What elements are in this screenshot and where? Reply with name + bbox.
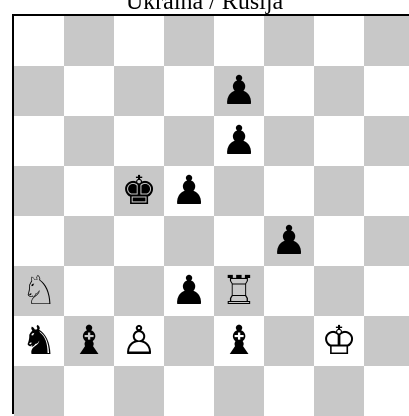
square-f3[interactable] xyxy=(264,266,314,316)
square-b6[interactable] xyxy=(64,116,114,166)
black-pawn-icon[interactable]: ♟ xyxy=(214,116,264,166)
square-d6[interactable] xyxy=(164,116,214,166)
square-a8[interactable] xyxy=(14,16,64,66)
white-rook-icon[interactable]: ♖ xyxy=(214,266,264,316)
white-king-icon[interactable]: ♔ xyxy=(314,316,364,366)
square-a7[interactable] xyxy=(14,66,64,116)
square-e3[interactable]: ♖ xyxy=(214,266,264,316)
square-f4[interactable]: ♟ xyxy=(264,216,314,266)
square-c8[interactable] xyxy=(114,16,164,66)
black-bishop-icon[interactable]: ♝ xyxy=(64,316,114,366)
square-h8[interactable] xyxy=(364,16,409,66)
square-a4[interactable] xyxy=(14,216,64,266)
square-c2[interactable]: ♙ xyxy=(114,316,164,366)
black-king-icon[interactable]: ♚ xyxy=(114,166,164,216)
square-g7[interactable] xyxy=(314,66,364,116)
square-d3[interactable]: ♟ xyxy=(164,266,214,316)
square-g5[interactable] xyxy=(314,166,364,216)
square-e5[interactable] xyxy=(214,166,264,216)
black-pawn-icon[interactable]: ♟ xyxy=(164,166,214,216)
chess-board: ♟♟♚♟♟♘♟♖♞♝♙♝♔ xyxy=(12,14,409,414)
square-c4[interactable] xyxy=(114,216,164,266)
square-b7[interactable] xyxy=(64,66,114,116)
square-b2[interactable]: ♝ xyxy=(64,316,114,366)
square-b5[interactable] xyxy=(64,166,114,216)
square-g3[interactable] xyxy=(314,266,364,316)
white-knight-icon[interactable]: ♘ xyxy=(14,266,64,316)
square-d2[interactable] xyxy=(164,316,214,366)
square-g6[interactable] xyxy=(314,116,364,166)
square-b3[interactable] xyxy=(64,266,114,316)
square-h7[interactable] xyxy=(364,66,409,116)
square-e2[interactable]: ♝ xyxy=(214,316,264,366)
square-b8[interactable] xyxy=(64,16,114,66)
square-h5[interactable] xyxy=(364,166,409,216)
square-e7[interactable]: ♟ xyxy=(214,66,264,116)
square-h2[interactable] xyxy=(364,316,409,366)
black-pawn-icon[interactable]: ♟ xyxy=(264,216,314,266)
square-f8[interactable] xyxy=(264,16,314,66)
diagram-title: Ukraina / Rusija xyxy=(0,0,409,13)
square-e4[interactable] xyxy=(214,216,264,266)
square-e6[interactable]: ♟ xyxy=(214,116,264,166)
square-c6[interactable] xyxy=(114,116,164,166)
square-a2[interactable]: ♞ xyxy=(14,316,64,366)
square-b4[interactable] xyxy=(64,216,114,266)
square-f5[interactable] xyxy=(264,166,314,216)
square-f6[interactable] xyxy=(264,116,314,166)
square-c3[interactable] xyxy=(114,266,164,316)
square-d7[interactable] xyxy=(164,66,214,116)
square-c7[interactable] xyxy=(114,66,164,116)
square-g2[interactable]: ♔ xyxy=(314,316,364,366)
black-pawn-icon[interactable]: ♟ xyxy=(164,266,214,316)
square-e8[interactable] xyxy=(214,16,264,66)
square-d4[interactable] xyxy=(164,216,214,266)
square-a5[interactable] xyxy=(14,166,64,216)
black-bishop-icon[interactable]: ♝ xyxy=(214,316,264,366)
square-d5[interactable]: ♟ xyxy=(164,166,214,216)
square-g4[interactable] xyxy=(314,216,364,266)
square-h4[interactable] xyxy=(364,216,409,266)
square-d8[interactable] xyxy=(164,16,214,66)
square-h6[interactable] xyxy=(364,116,409,166)
black-knight-icon[interactable]: ♞ xyxy=(14,316,64,366)
square-f7[interactable] xyxy=(264,66,314,116)
square-g8[interactable] xyxy=(314,16,364,66)
square-a3[interactable]: ♘ xyxy=(14,266,64,316)
white-pawn-icon[interactable]: ♙ xyxy=(114,316,164,366)
square-c5[interactable]: ♚ xyxy=(114,166,164,216)
black-pawn-icon[interactable]: ♟ xyxy=(214,66,264,116)
square-f2[interactable] xyxy=(264,316,314,366)
square-a6[interactable] xyxy=(14,116,64,166)
square-h3[interactable] xyxy=(364,266,409,316)
